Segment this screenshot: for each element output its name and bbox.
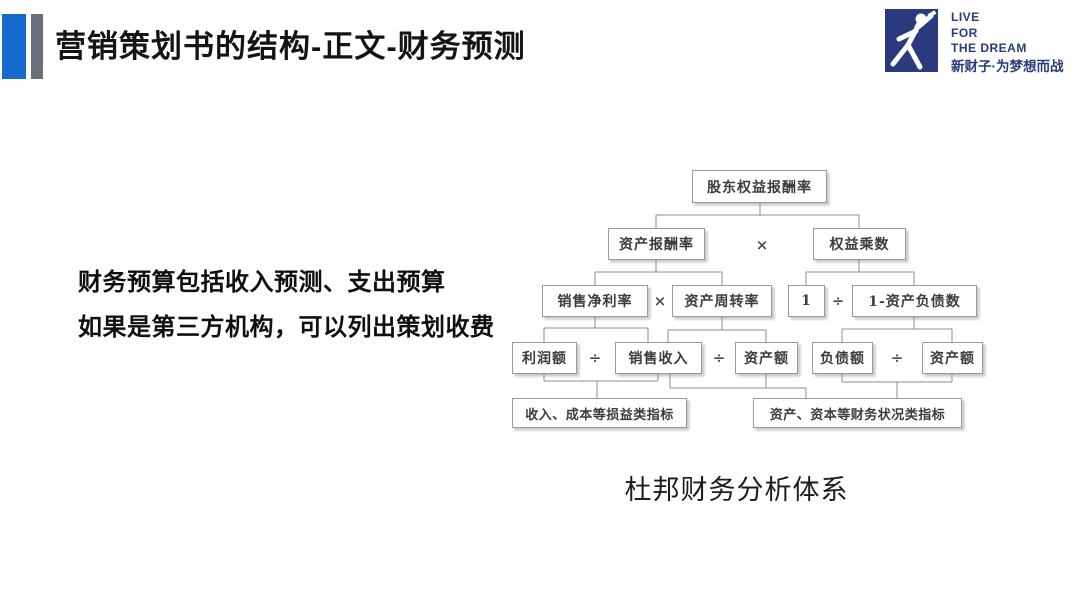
diagram-node-net-profit-margin: 销售净利率 bbox=[542, 285, 648, 317]
diagram-node-profit: 利润额 bbox=[512, 342, 577, 374]
diagram-node-bs-indicators: 资产、资本等财务状况类指标 bbox=[753, 398, 962, 428]
diagram-node-equity-multiplier: 权益乘数 bbox=[813, 228, 906, 260]
diagram-node-one: 1 bbox=[788, 285, 825, 317]
diagram-node-one-minus-debt-ratio: 1-资产负债数 bbox=[852, 285, 977, 317]
diagram-node-liabilities: 负债额 bbox=[812, 342, 873, 374]
diagram-node-roe: 股东权益报酬率 bbox=[692, 170, 827, 203]
diagram-node-sales-revenue: 销售收入 bbox=[615, 342, 702, 374]
operator-multiply-level2: × bbox=[755, 236, 769, 254]
operator-divide-debt-assets: ÷ bbox=[890, 349, 904, 367]
logo-tagline: 新财子·为梦想而战 bbox=[951, 59, 1064, 74]
slide-title: 营销策划书的结构-正文-财务预测 bbox=[55, 29, 526, 64]
body-line-1: 财务预算包括收入预测、支出预算 bbox=[78, 269, 446, 296]
diagram-node-roa: 资产报酬率 bbox=[608, 228, 705, 260]
title-accent-gray-bar bbox=[31, 14, 43, 79]
diagram-caption: 杜邦财务分析体系 bbox=[624, 475, 849, 505]
diagram-node-asset-turnover: 资产周转率 bbox=[672, 285, 772, 317]
diagram-node-assets-mid: 资产额 bbox=[735, 342, 798, 374]
operator-divide-level3: ÷ bbox=[831, 292, 845, 310]
logo-line-2: FOR bbox=[951, 25, 978, 40]
logo-wordmark: LIVE FOR THE DREAM bbox=[951, 10, 1027, 57]
operator-divide-sales-assets: ÷ bbox=[712, 349, 726, 367]
diagram-node-pl-indicators: 收入、成本等损益类指标 bbox=[512, 398, 687, 428]
logo-line-3: THE DREAM bbox=[951, 41, 1027, 55]
body-text: 财务预算包括收入预测、支出预算 如果是第三方机构，可以列出策划收费 bbox=[78, 260, 495, 350]
operator-multiply-level3: × bbox=[653, 292, 667, 310]
diagram-node-assets-right: 资产额 bbox=[922, 342, 983, 374]
title-accent-blue-bar bbox=[2, 14, 26, 79]
logo-dancing-figure-icon bbox=[885, 9, 938, 72]
body-line-2: 如果是第三方机构，可以列出策划收费 bbox=[78, 314, 495, 341]
operator-divide-profit-sales: ÷ bbox=[588, 349, 602, 367]
logo-line-1: LIVE bbox=[951, 10, 980, 24]
